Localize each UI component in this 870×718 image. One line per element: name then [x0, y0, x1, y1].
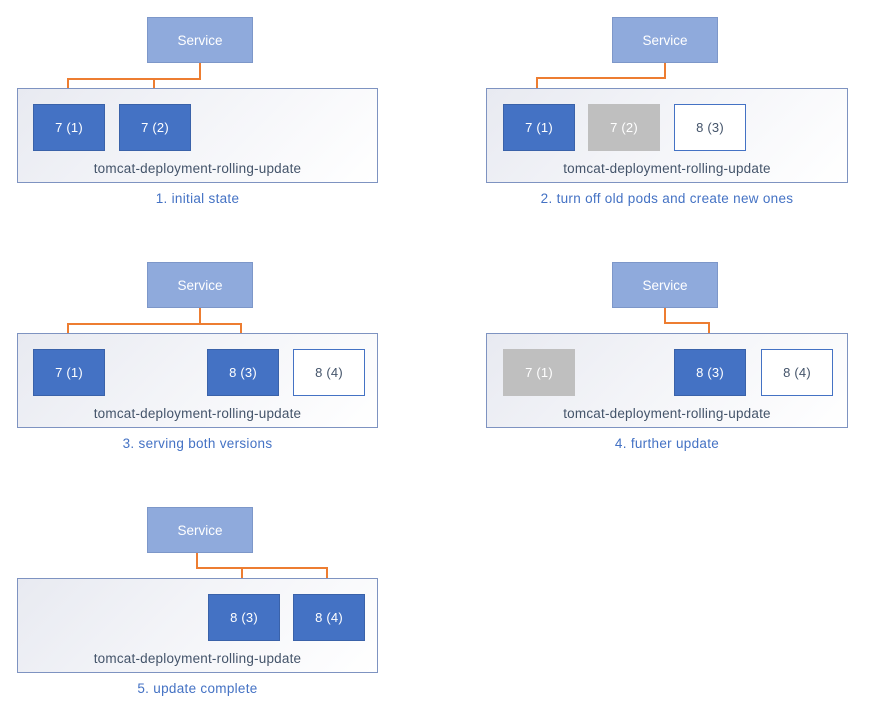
service-box: Service: [612, 262, 718, 308]
deployment-label: tomcat-deployment-rolling-update: [93, 161, 302, 176]
service-box: Service: [147, 262, 253, 308]
panel-update-complete: Service 8 (3) 8 (4) tomcat-deployment-ro…: [0, 490, 435, 718]
pod: 8 (3): [674, 349, 746, 396]
pod: 8 (3): [674, 104, 746, 151]
service-box: Service: [147, 507, 253, 553]
deployment-label: tomcat-deployment-rolling-update: [93, 651, 302, 666]
deployment-box: 8 (3) 8 (4) tomcat-deployment-rolling-up…: [17, 578, 378, 673]
deployment-label: tomcat-deployment-rolling-update: [563, 161, 771, 176]
panel-caption: 2. turn off old pods and create new ones: [540, 191, 794, 206]
panel-serving-both-versions: Service 7 (1) 8 (3) 8 (4) tomcat-deploym…: [0, 245, 435, 490]
service-box: Service: [147, 17, 253, 63]
pod: 7 (1): [33, 104, 105, 151]
panel-caption: 5. update complete: [137, 681, 258, 696]
deployment-label: tomcat-deployment-rolling-update: [93, 406, 302, 421]
panel-caption: 4. further update: [614, 436, 720, 451]
deployment-label: tomcat-deployment-rolling-update: [563, 406, 771, 421]
panel-initial-state: Service 7 (1) 7 (2) tomcat-deployment-ro…: [0, 0, 435, 245]
deployment-box: 7 (1) 7 (2) 8 (3) tomcat-deployment-roll…: [486, 88, 848, 183]
pod: 7 (1): [503, 104, 575, 151]
panel-further-update: Service 7 (1) 8 (3) 8 (4) tomcat-deploym…: [435, 245, 870, 490]
deployment-box: 7 (1) 8 (3) 8 (4) tomcat-deployment-roll…: [486, 333, 848, 428]
pod: 8 (4): [761, 349, 833, 396]
pod: 8 (3): [207, 349, 279, 396]
pod: 8 (3): [208, 594, 280, 641]
pod: 7 (1): [503, 349, 575, 396]
deployment-box: 7 (1) 8 (3) 8 (4) tomcat-deployment-roll…: [17, 333, 378, 428]
panel-caption: 3. serving both versions: [122, 436, 273, 451]
deployment-box: 7 (1) 7 (2) tomcat-deployment-rolling-up…: [17, 88, 378, 183]
pod: 7 (1): [33, 349, 105, 396]
pod: 7 (2): [119, 104, 191, 151]
service-box: Service: [612, 17, 718, 63]
pod: 7 (2): [588, 104, 660, 151]
panel-caption: 1. initial state: [155, 191, 240, 206]
pod: 8 (4): [293, 594, 365, 641]
pod: 8 (4): [293, 349, 365, 396]
panel-turn-off-old-pods: Service 7 (1) 7 (2) 8 (3) tomcat-deploym…: [435, 0, 870, 245]
